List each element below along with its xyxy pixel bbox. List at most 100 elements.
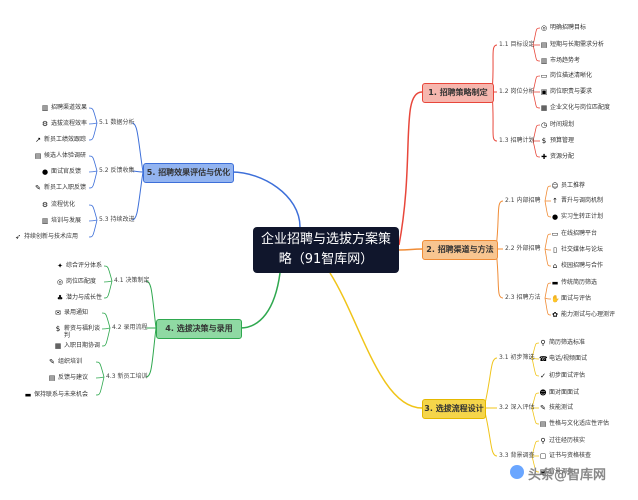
leaf-job-description[interactable]: 岗位描述清晰化 [550,72,593,79]
memo-icon: ▤ [48,374,56,382]
gear-icon: ⚙ [41,120,49,128]
branch-channels[interactable]: 2. 招聘渠道与方法 [422,240,498,260]
leaf-training[interactable]: 组织培训 [58,358,83,365]
leaf-resources[interactable]: 资源分配 [550,153,575,160]
leaf-background-check[interactable]: 背景调查 [549,468,574,475]
clock-icon: ◷ [540,121,548,129]
leaf-experience-verify[interactable]: 过往经历核实 [549,437,586,444]
leaf-culture-assessment[interactable]: 性格与文化适应性评估 [549,420,610,427]
leaf-potential[interactable]: 潜力与成长性 [66,294,103,301]
leaf-performance-tracking[interactable]: 新员工绩效跟踪 [44,136,87,143]
branch-decision[interactable]: 4. 选拔决策与录用 [156,319,242,339]
people-icon: ☺ [551,182,559,190]
leaf-job-duties[interactable]: 岗位职责与要求 [550,88,593,95]
folder-icon: ▬ [551,279,559,287]
leaf-referral[interactable]: 员工推荐 [561,182,586,189]
leaf-offer-letter[interactable]: 录用通知 [64,309,89,316]
phone-icon: ☎ [539,355,548,363]
leaf-salary-negotiation[interactable]: 薪资与福利谈判 [64,325,101,339]
branch-strategy[interactable]: 1. 招聘策略制定 [422,83,494,103]
computer-icon: ▭ [551,230,559,238]
leaf-face-interview[interactable]: 面对面面试 [549,389,580,396]
leaf-resume-screening[interactable]: 传统简历筛选 [561,279,598,286]
target-icon: ◎ [56,278,64,286]
leaf-demand-analysis[interactable]: 短期与长期需求分析 [550,41,605,48]
certificate-icon: ▢ [539,452,547,460]
sub-hiring-methods[interactable]: 2.3 招聘方法 [505,294,541,301]
sub-data-analysis[interactable]: 5.1 数据分析 [99,119,135,126]
leaf-phone-interview[interactable]: 电话/视频面试 [549,355,588,362]
leaf-culture-fit[interactable]: 企业文化与岗位匹配度 [550,104,611,111]
leaf-campus[interactable]: 校园招聘与合作 [561,262,604,269]
person-icon: ☻ [539,389,547,397]
sub-new-hire-training[interactable]: 4.3 新员工培训 [106,373,148,380]
branch-evaluation[interactable]: 5. 招聘效果评估与优化 [143,163,234,183]
leaf-skill-test[interactable]: 技能测试 [549,404,574,411]
sub-decision-making[interactable]: 4.1 决策制定 [114,277,150,284]
leaf-ability-test[interactable]: 能力测试与心理测评 [561,311,616,318]
sub-goal-setting[interactable]: 1.1 目标设定 [499,41,535,48]
sub-background-check[interactable]: 3.3 背景调查 [499,452,535,459]
leaf-training-development[interactable]: 培训与发展 [51,217,82,224]
branch-selection-process[interactable]: 3. 选拔流程设计 [422,399,486,419]
bulb-icon: ✦ [57,262,63,270]
leaf-process-efficiency[interactable]: 选拔流程效率 [51,120,88,127]
sub-feedback-collection[interactable]: 5.2 反馈收集 [99,167,135,174]
leaf-job-match[interactable]: 岗位匹配度 [66,278,97,285]
phone-icon: ▯ [553,246,557,254]
calendar-icon: ▦ [54,342,62,350]
pencil-icon: ✎ [35,184,41,192]
book-icon: ▥ [540,57,548,65]
gear-icon: ⚙ [41,201,49,209]
brain-icon: ✿ [552,311,558,319]
leaf-market-trends[interactable]: 市场趋势考 [550,57,581,64]
leaf-initial-evaluation[interactable]: 初步面试评估 [549,372,586,379]
sub-external-hiring[interactable]: 2.2 外部招聘 [505,245,541,252]
sub-continuous-improvement[interactable]: 5.3 持续改进 [99,216,135,223]
chart-icon: ▤ [539,420,547,428]
target-icon: ◎ [540,24,548,32]
memo-icon: ▤ [34,152,42,160]
leaf-start-date[interactable]: 入职日期协调 [64,342,101,349]
leaf-promotion[interactable]: 晋升与调岗机制 [561,197,604,204]
money-icon: $ [55,325,61,333]
leaf-screening-criteria[interactable]: 简历筛选标准 [549,339,586,346]
sub-internal-hiring[interactable]: 2.1 内部招聘 [505,197,541,204]
sub-job-analysis[interactable]: 1.2 岗位分析 [499,88,535,95]
leaf-time-planning[interactable]: 时间规划 [550,121,575,128]
leaf-social-media[interactable]: 社交媒体与论坛 [561,246,604,253]
pencil-icon: ✎ [49,358,55,366]
leaf-channel-effect[interactable]: 招聘渠道效果 [51,104,88,111]
leaf-online-platform[interactable]: 在线招聘平台 [561,230,598,237]
chart-icon: ▤ [540,41,548,49]
document-icon: ▭ [540,72,548,80]
watermark-logo-icon [510,465,524,479]
leaf-feedback[interactable]: 反馈与建议 [58,374,89,381]
leaf-intern-conversion[interactable]: 实习生转正计划 [561,213,604,220]
sub-onboarding-process[interactable]: 4.2 录用流程 [112,324,148,331]
central-topic[interactable]: 企业招聘与选拔方案策略（91智库网） [253,227,399,273]
school-icon: ⌂ [552,262,558,270]
folder-icon: ▬ [24,391,32,399]
leaf-interviewer-feedback[interactable]: 面试官反馈 [51,168,82,175]
sub-deep-assessment[interactable]: 3.2 深入评估 [499,404,535,411]
search-icon: ⚲ [540,437,546,445]
watermark-text: 头条@智库网 [528,468,607,483]
leaf-interview[interactable]: 面试与评估 [561,295,592,302]
leaf-budget[interactable]: 预算管理 [550,137,575,144]
leaf-certificate-check[interactable]: 证书与资格核查 [549,452,592,459]
leaf-scoring-system[interactable]: 综合评分体系 [66,262,103,269]
briefcase-icon: ▣ [540,88,548,96]
leaf-innovation[interactable]: 持续创新与技术应用 [24,233,79,240]
leaf-process-optimization[interactable]: 流程优化 [51,201,76,208]
magnifier-icon: ⚲ [540,339,546,347]
leaf-newhire-feedback[interactable]: 新员工入职反馈 [44,184,87,191]
leaf-candidate-survey[interactable]: 候选人体验调研 [44,152,87,159]
leaf-define-goals[interactable]: 明确招聘目标 [550,24,587,31]
sub-initial-screening[interactable]: 3.1 初步筛选 [499,354,535,361]
sub-hiring-plan[interactable]: 1.3 招聘计划 [499,137,535,144]
trend-icon: ↗ [35,136,41,144]
leaf-keep-contact[interactable]: 保持联系与未来机会 [34,391,89,398]
speech-icon: ● [41,168,49,176]
